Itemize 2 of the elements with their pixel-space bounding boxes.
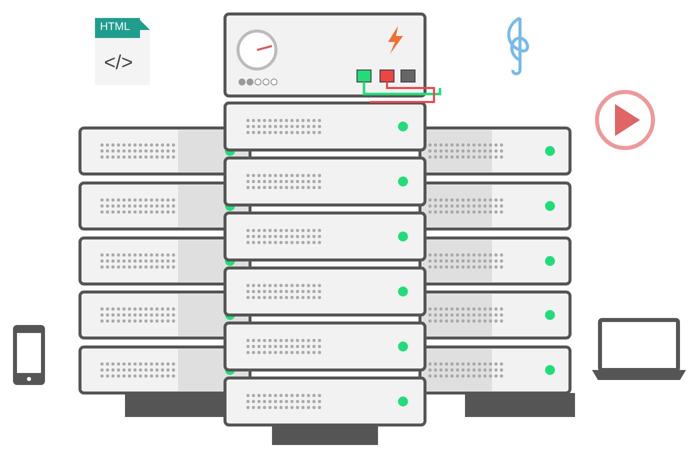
- code-symbol: </>: [104, 52, 133, 75]
- file-type-label: HTML: [100, 21, 130, 33]
